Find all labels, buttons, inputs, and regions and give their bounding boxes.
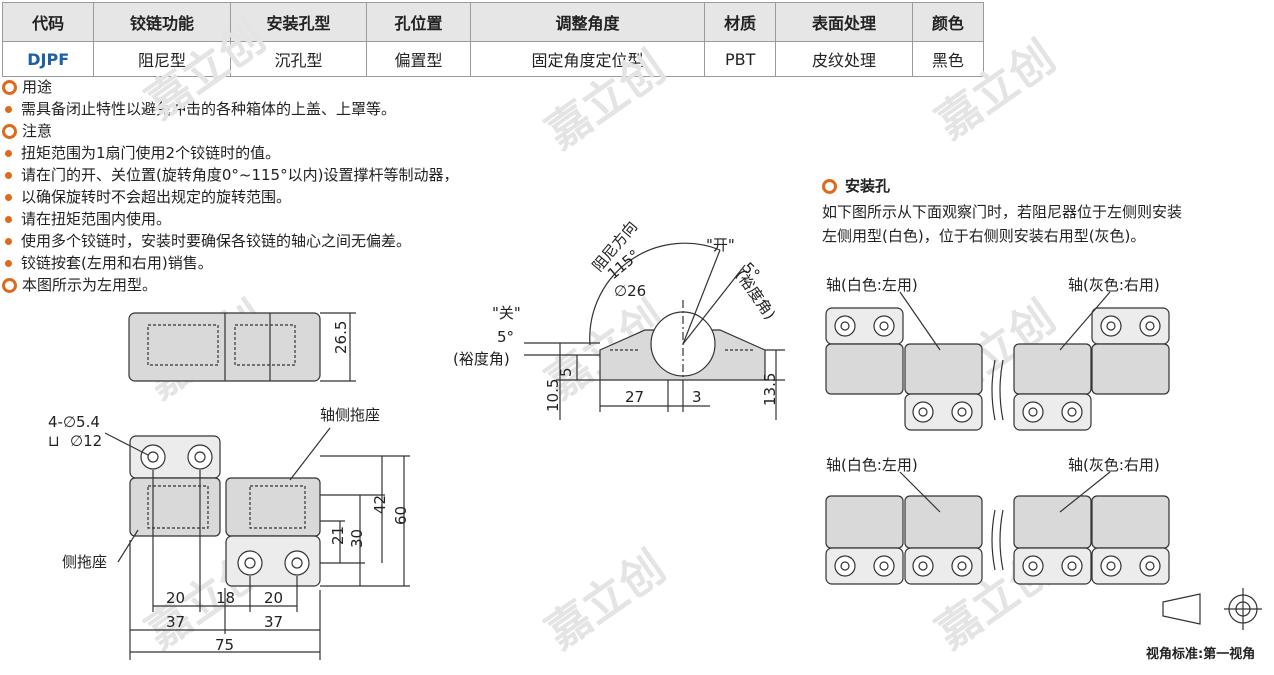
cell-function: 阻尼型 (93, 41, 231, 77)
header-material: 材质 (704, 2, 777, 42)
hinge-front-view (129, 435, 321, 587)
tolerance-label: (裕度角) (453, 350, 510, 368)
svg-text:嘉立创: 嘉立创 (137, 12, 274, 129)
dim-label: 3 (692, 388, 702, 406)
cell-material: PBT (704, 41, 777, 77)
shaft-seat-label: 轴侧拖座 (320, 406, 380, 424)
header-color: 颜色 (911, 2, 985, 42)
install-section: 安装孔 如下图所示从下面观察门时，若阻尼器位于左侧则安装 左侧用型(白色)，位于… (822, 174, 1182, 248)
diameter-label: ∅26 (614, 282, 646, 300)
header-surface: 表面处理 (775, 2, 913, 42)
dim-label: 5 (557, 367, 575, 377)
caution-item: 请在门的开、关位置(旋转角度0°~115°以内)设置撑杆等制动器， (0, 164, 458, 186)
figure-note: 本图所示为左用型。 (0, 274, 458, 296)
dim-label: 37 (166, 613, 185, 631)
dim-label: 26.5 (332, 321, 350, 354)
cell-angle: 固定角度定位型 (469, 41, 706, 77)
cell-hole-type: 沉孔型 (229, 41, 368, 77)
caution-item: 以确保旋转时不会超出规定的旋转范围。 (0, 186, 458, 208)
caution-item: 铰链按套(左用和右用)销售。 (0, 252, 458, 274)
counterbore-icon: ⊔ (48, 432, 60, 450)
dim-label: 60 (392, 506, 410, 525)
dim-label: 20 (166, 589, 185, 607)
install-diagram-top (825, 307, 1170, 431)
install-text-line: 左侧用型(白色)，位于右侧则安装右用型(灰色)。 (822, 227, 1146, 245)
ring-bullet-icon (2, 79, 17, 95)
dot-bullet-icon (5, 149, 12, 157)
dim-label: 10.5 (544, 379, 562, 412)
svg-text:嘉立创: 嘉立创 (537, 42, 674, 159)
cell-code: DJPF (1, 41, 95, 77)
hole-spec-label: 4-∅5.4 (48, 413, 100, 431)
dim-label: 18 (216, 589, 235, 607)
ring-bullet-icon (2, 277, 17, 293)
caution-item: 使用多个铰链时，安装时要确保各铰链的轴心之间无偏差。 (0, 230, 458, 252)
notes-section: 用途 需具备闭止特性以避免冲击的各种箱体的上盖、上罩等。 注意 扭矩范围为1扇门… (0, 76, 458, 296)
angle-label: 5° (497, 328, 514, 346)
projection-label: 视角标准:第一视角 (1146, 646, 1255, 662)
dim-label: 42 (371, 495, 389, 514)
install-diagram-bottom (825, 495, 1170, 585)
ring-bullet-icon (2, 123, 17, 139)
install-label-right: 轴(灰色:右用) (1068, 276, 1160, 294)
install-label-left: 轴(白色:左用) (826, 456, 918, 474)
dim-label: 13.5 (761, 373, 779, 406)
dim-label: 37 (264, 613, 283, 631)
dot-bullet-icon (5, 171, 12, 179)
dot-bullet-icon (5, 193, 12, 201)
close-label: "关" (492, 304, 521, 322)
install-label-left: 轴(白色:左用) (826, 276, 918, 294)
usage-heading: 用途 (0, 76, 458, 98)
dim-label: 20 (264, 589, 283, 607)
dot-bullet-icon (5, 215, 12, 223)
caution-item: 请在扭矩范围内使用。 (0, 208, 458, 230)
dot-bullet-icon (5, 105, 12, 113)
header-hole-position: 孔位置 (366, 2, 471, 42)
dot-bullet-icon (5, 259, 12, 267)
projection-symbol-icon (1162, 588, 1262, 630)
usage-item: 需具备闭止特性以避免冲击的各种箱体的上盖、上罩等。 (0, 98, 458, 120)
dim-label: 75 (215, 636, 234, 654)
dim-label: 30 (348, 529, 366, 548)
install-text-line: 如下图所示从下面观察门时，若阻尼器位于左侧则安装 (822, 203, 1183, 221)
caution-heading: 注意 (0, 120, 458, 142)
open-label: "开" (706, 236, 735, 254)
spec-header-row: 代码 铰链功能 安装孔型 孔位置 调整角度 材质 表面处理 颜色 (1, 2, 985, 42)
dim-label: 21 (329, 526, 347, 545)
cell-color: 黑色 (911, 41, 985, 77)
header-code: 代码 (1, 2, 95, 42)
spec-table: 代码 铰链功能 安装孔型 孔位置 调整角度 材质 表面处理 颜色 DJPF 阻尼… (1, 2, 985, 77)
install-label-right: 轴(灰色:右用) (1068, 456, 1160, 474)
hinge-side-view (589, 242, 766, 381)
svg-text:嘉立创: 嘉立创 (537, 542, 674, 659)
ring-bullet-icon (822, 178, 837, 194)
dot-bullet-icon (5, 237, 12, 245)
hole-spec-label: ∅12 (70, 432, 102, 450)
side-seat-label: 侧拖座 (62, 553, 107, 571)
install-heading: 安装孔 (822, 174, 1182, 198)
caution-item: 扭矩范围为1扇门使用2个铰链时的值。 (0, 142, 458, 164)
hinge-top-view (128, 312, 321, 382)
spec-row: DJPF 阻尼型 沉孔型 偏置型 固定角度定位型 PBT 皮纹处理 黑色 (1, 41, 985, 77)
dim-label: 27 (625, 388, 644, 406)
cell-hole-position: 偏置型 (366, 41, 471, 77)
cell-surface: 皮纹处理 (775, 41, 913, 77)
svg-text:嘉立创: 嘉立创 (927, 32, 1064, 149)
header-angle: 调整角度 (469, 2, 706, 42)
